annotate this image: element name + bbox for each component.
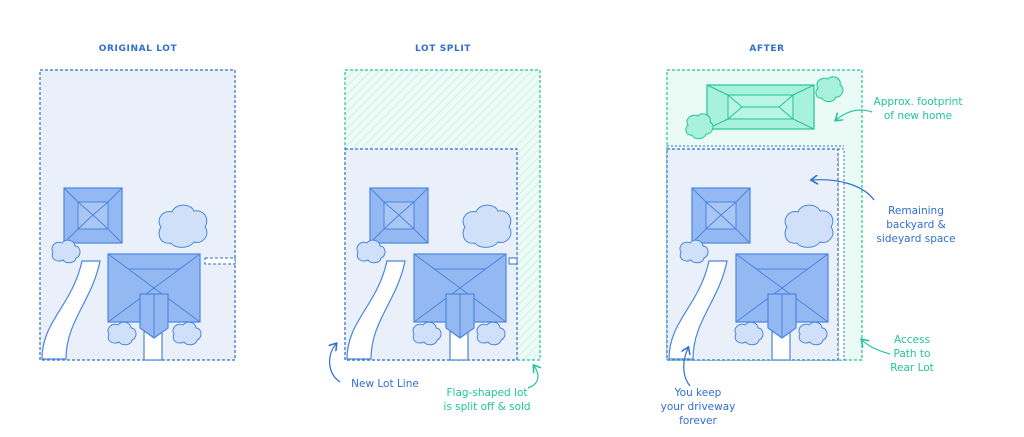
note-new-lot-line: New Lot Line <box>351 378 419 390</box>
note-driveway: You keep your driveway forever <box>660 387 736 427</box>
arrow-icon <box>330 344 341 383</box>
arrow-icon <box>836 109 873 120</box>
note-footprint: Approx. footprint of new home <box>873 96 963 122</box>
arrow-icon <box>812 180 875 201</box>
arrow-icon <box>862 340 891 355</box>
panel-title-split: LOT SPLIT <box>414 44 472 54</box>
split-lot <box>344 69 541 361</box>
panel-title-after: AFTER <box>749 44 785 54</box>
arrow-icon <box>684 348 690 387</box>
note-flag-lot: Flag-shaped lot is split off & sold <box>443 387 531 413</box>
tree-icon <box>815 76 844 103</box>
house-roof-icon <box>369 187 429 244</box>
tree-icon <box>784 204 834 248</box>
access-path <box>837 148 845 361</box>
arrow-icon <box>527 366 538 389</box>
note-access: Access Path to Rear Lot <box>890 334 934 374</box>
house-roof-icon <box>691 187 751 244</box>
original-lot <box>39 69 236 361</box>
tree-icon <box>158 204 208 248</box>
side-path <box>204 257 236 265</box>
tree-icon <box>685 113 714 140</box>
panel-title-original: ORIGINAL LOT <box>98 44 178 54</box>
house-roof-icon <box>63 187 123 244</box>
note-remaining: Remaining backyard & sideyard space <box>876 205 956 245</box>
tree-icon <box>462 204 512 248</box>
after-lot <box>666 69 863 361</box>
new-home-footprint <box>706 84 815 130</box>
